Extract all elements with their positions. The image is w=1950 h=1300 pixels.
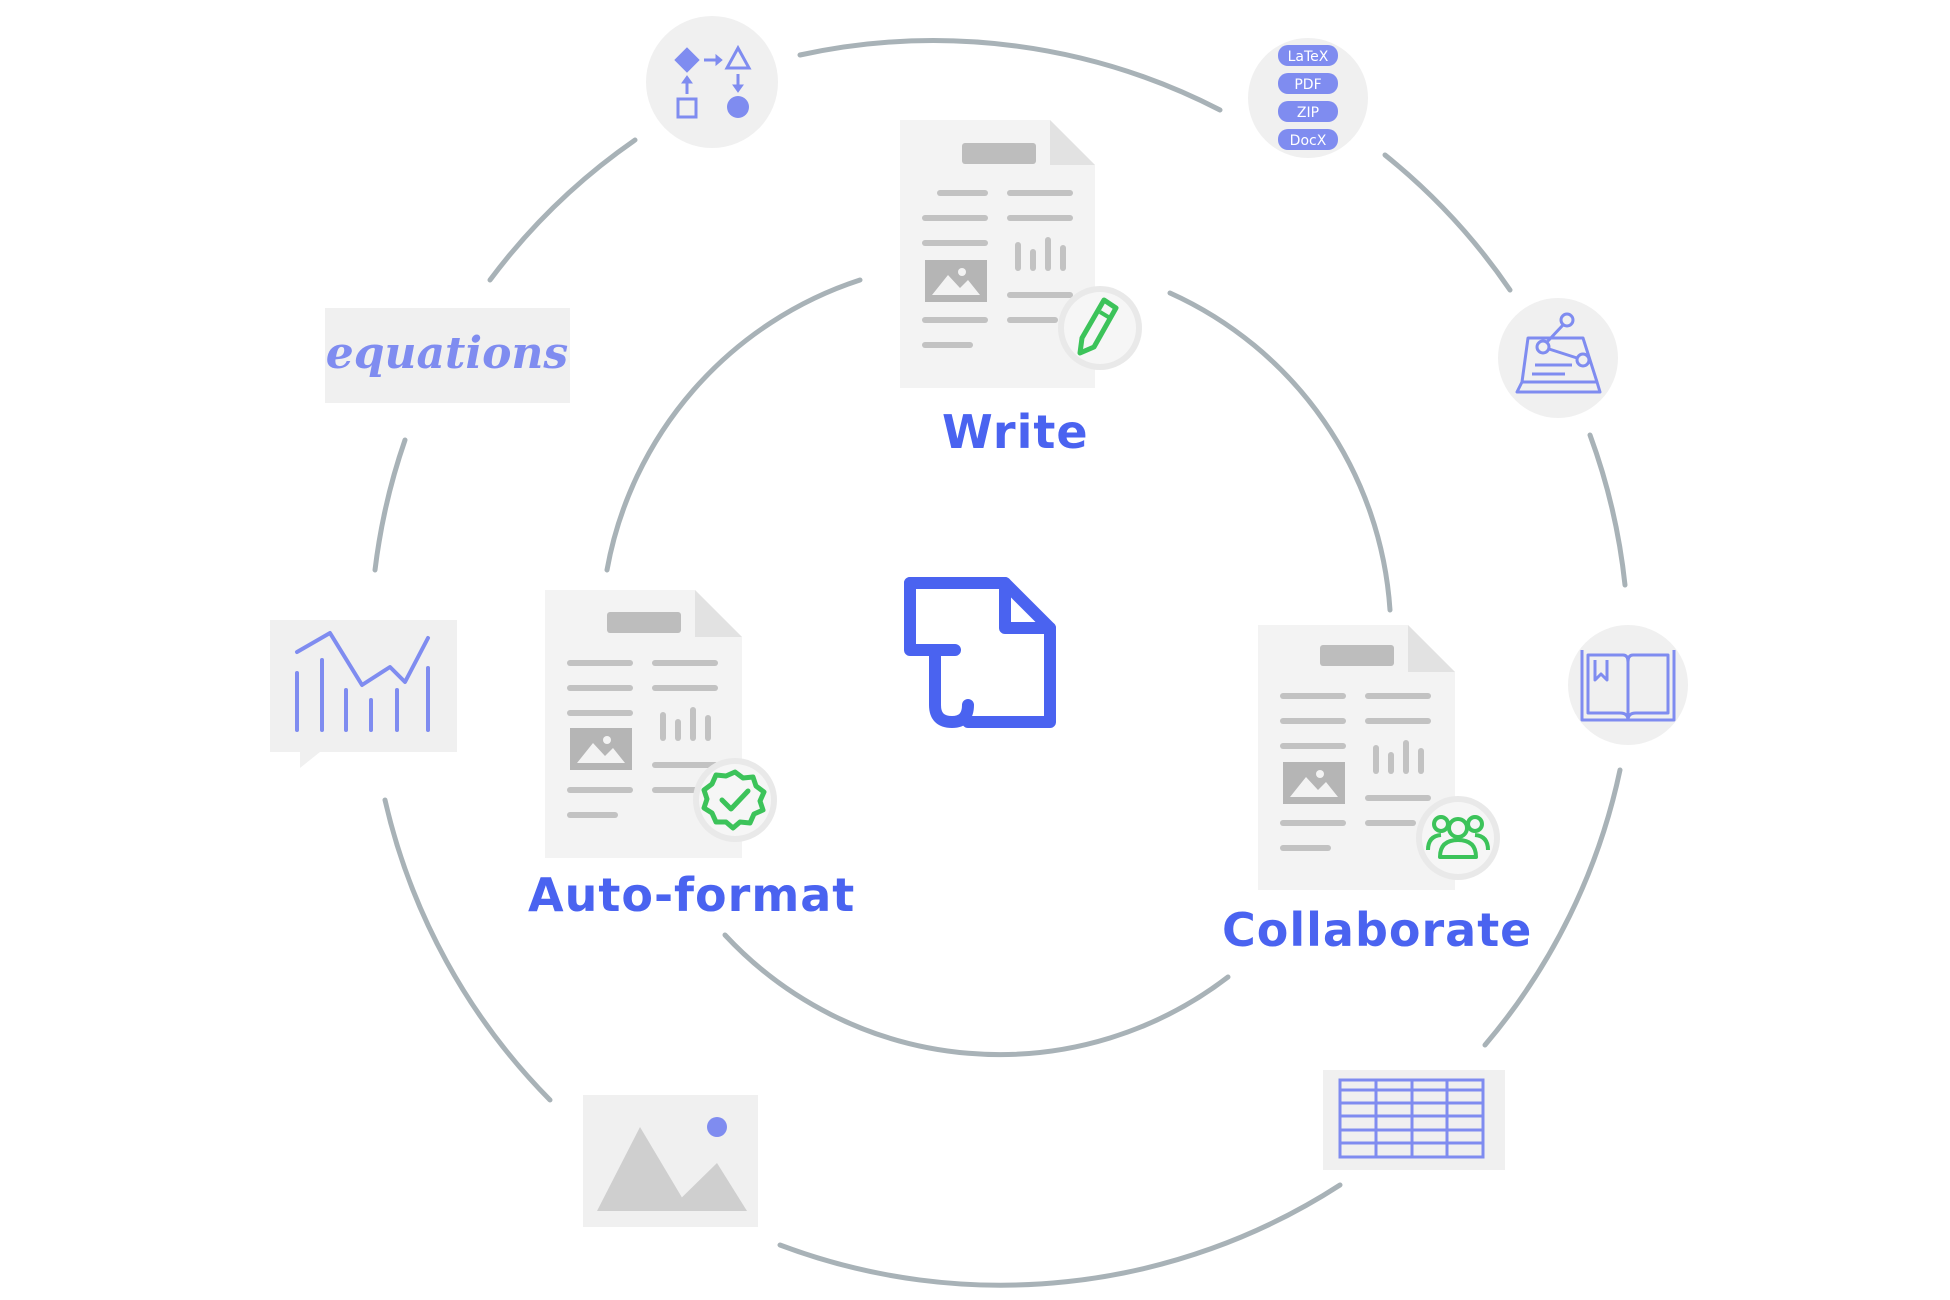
collaborate-document (1258, 625, 1455, 890)
inner-ring (604, 277, 1393, 1058)
collaborate-label: Collaborate (1222, 903, 1533, 957)
image-icon (583, 1095, 758, 1227)
export-formats-icon: LaTeX PDF ZIP DocX (1248, 38, 1368, 158)
write-label: Write (942, 405, 1089, 459)
pencil-icon (1058, 286, 1142, 370)
outer-ring (372, 38, 1628, 1288)
export-format-latex: LaTeX (1288, 49, 1329, 65)
verified-badge-icon (693, 758, 777, 842)
reference-graph-icon (1498, 298, 1618, 418)
write-document (900, 120, 1095, 388)
auto-format-document (545, 590, 742, 858)
export-format-zip: ZIP (1297, 105, 1319, 121)
equations-icon: equations (325, 308, 570, 403)
equations-label: equations (326, 328, 568, 379)
line-chart-icon (270, 620, 457, 768)
export-format-pdf: PDF (1294, 77, 1321, 93)
team-icon (1416, 796, 1500, 880)
export-format-docx: DocX (1290, 133, 1327, 149)
table-icon (1323, 1070, 1505, 1170)
flowchart-icon (646, 16, 778, 148)
book-icon (1568, 625, 1688, 745)
auto-format-label: Auto-format (528, 868, 856, 922)
typeset-logo-icon (904, 577, 1056, 728)
